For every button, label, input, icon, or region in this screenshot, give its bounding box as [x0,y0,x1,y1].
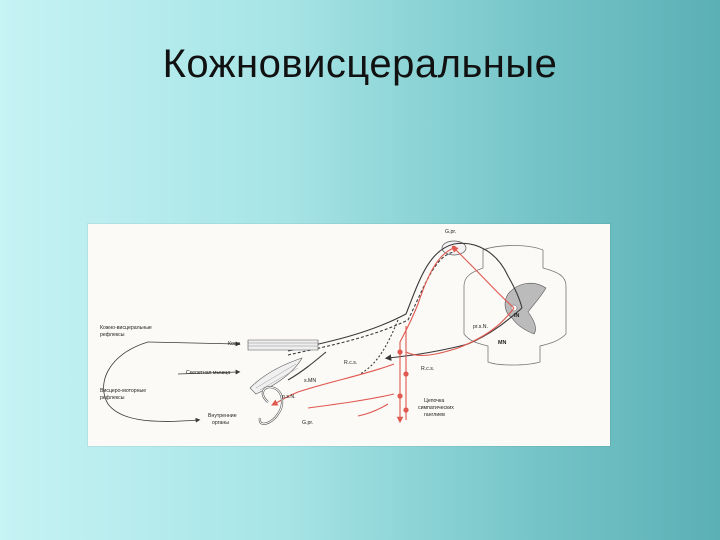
skin-strip [247,339,319,351]
label-kozha: Кожа [228,341,240,347]
label-viscero-motor-2: рефлексы [100,395,125,401]
label-gpr-bottom: G.pr. [302,420,313,426]
label-skin-visceral-2: рефлексы [100,332,125,338]
red-pathways [271,245,515,424]
label-skin-visceral-1: Кожно-висцеральные [100,325,152,331]
spinal-cord [463,245,567,366]
internal-organ-shape [258,386,284,425]
label-viscero-motor-1: Висцеро-моторные [100,388,146,394]
reflex-loop-arrow [103,341,241,423]
label-psN: p.s.N. [282,394,296,400]
label-sMN: s.MN [304,378,316,384]
reflex-diagram: G.pr. IN pr.s.N. MN Кожно-висцеральные р… [88,224,610,446]
slide-title: Кожновисцеральные [162,42,558,86]
label-rcs-1: R.c.s. [344,360,357,366]
label-symp-chain-1: Цепочка [424,398,444,404]
label-internal-organs-2: органы [212,420,229,426]
label-pr-s-N: pr.s.N. [473,324,488,330]
label-gpr-top: G.pr. [445,229,456,235]
dark-pathways [287,242,523,381]
label-skeletal-muscle: Скелетная мышца [186,370,230,376]
sympathetic-ganglia [397,349,409,413]
label-IN: IN [514,313,519,319]
label-rcs-2: R.c.s. [421,366,434,372]
reflex-diagram-svg: G.pr. IN pr.s.N. MN Кожно-висцеральные р… [100,229,567,426]
label-symp-chain-3: ганглиев [424,412,445,418]
label-symp-chain-2: симпатических [418,405,454,411]
label-MN: MN [498,340,506,346]
label-internal-organs-1: Внутренние [208,413,237,419]
